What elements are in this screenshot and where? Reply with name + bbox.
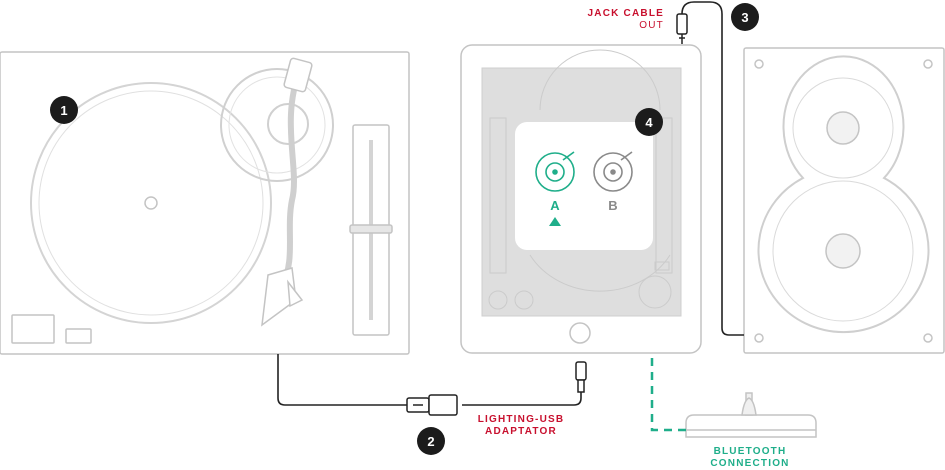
speaker <box>743 47 945 354</box>
lightning-plug <box>575 361 587 393</box>
usb-plug <box>406 394 458 416</box>
triangle-up-icon <box>549 217 561 226</box>
jack-cable-label: JACK CABLE OUT <box>560 8 664 32</box>
badge-2: 2 <box>417 427 445 455</box>
jack-cable-line2: OUT <box>639 20 664 31</box>
lighting-usb-line1: LIGHTING-USB <box>477 414 565 425</box>
cables <box>277 1 744 406</box>
bluetooth-line1: BLUETOOTH <box>713 446 787 457</box>
lighting-usb-label: LIGHTING-USB ADAPTATOR <box>466 414 576 438</box>
bluetooth-line2: CONNECTION <box>710 458 790 469</box>
deck-b-label: B <box>608 198 618 213</box>
vinyl-deck-b-icon <box>593 151 633 192</box>
lighting-usb-line2: ADAPTATOR <box>485 426 557 437</box>
bluetooth-receiver <box>685 392 817 438</box>
turntable <box>0 51 410 355</box>
badge-1: 1 <box>50 96 78 124</box>
deck-a-label: A <box>550 198 560 213</box>
bluetooth-label: BLUETOOTH CONNECTION <box>690 446 810 470</box>
deck-select-card <box>515 122 653 250</box>
badge-4: 4 <box>635 108 663 136</box>
jack-cable-line1: JACK CABLE <box>587 8 664 19</box>
badge-3: 3 <box>731 3 759 31</box>
bluetooth-link <box>650 358 686 432</box>
vinyl-deck-a-icon <box>535 151 575 192</box>
jack-plug <box>676 13 688 44</box>
